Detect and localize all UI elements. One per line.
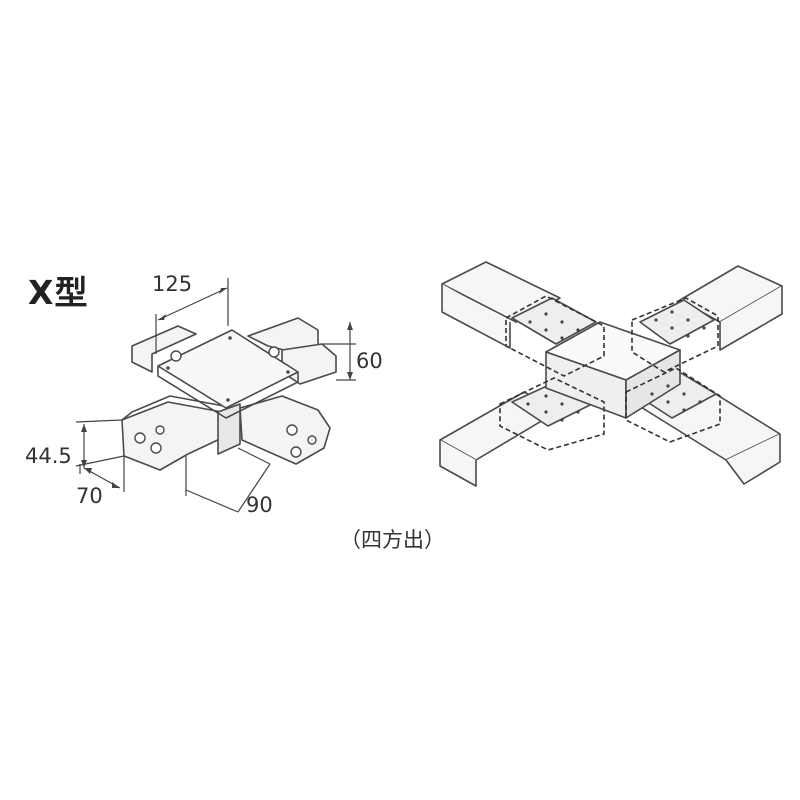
diagram-title: X型 (28, 273, 89, 312)
diagram-caption: （四方出） (340, 528, 445, 552)
front-left-arm (121, 401, 223, 471)
front-right-arm (239, 395, 331, 465)
back-left-channel (441, 261, 561, 323)
back-left-arm (131, 325, 197, 373)
dimension-44-5: 44.5 (25, 444, 72, 468)
dimension-125: 125 (152, 272, 193, 296)
dimension-60: 60 (356, 349, 383, 373)
connector-back-right (639, 299, 715, 345)
connector-back-left (511, 297, 597, 345)
dimension-90: 90 (246, 493, 273, 517)
dimension-70: 70 (76, 484, 103, 508)
